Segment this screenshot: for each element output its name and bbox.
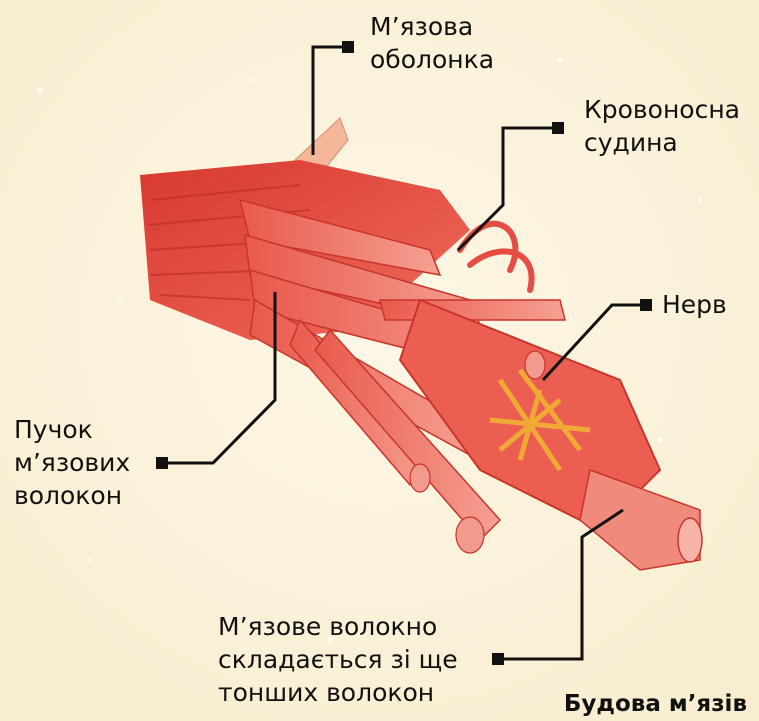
figure-caption: Будова м’язів (564, 691, 747, 717)
label-blood-vessel: Кровоносна судина (584, 93, 740, 159)
label-muscle-sheath: М’язова оболонка (370, 10, 494, 76)
label-muscle-fiber: М’язове волокно складається зі ще тонших… (218, 610, 458, 709)
label-nerve: Нерв (662, 288, 727, 321)
label-fiber-bundle: Пучок м’язових волокон (14, 413, 130, 512)
